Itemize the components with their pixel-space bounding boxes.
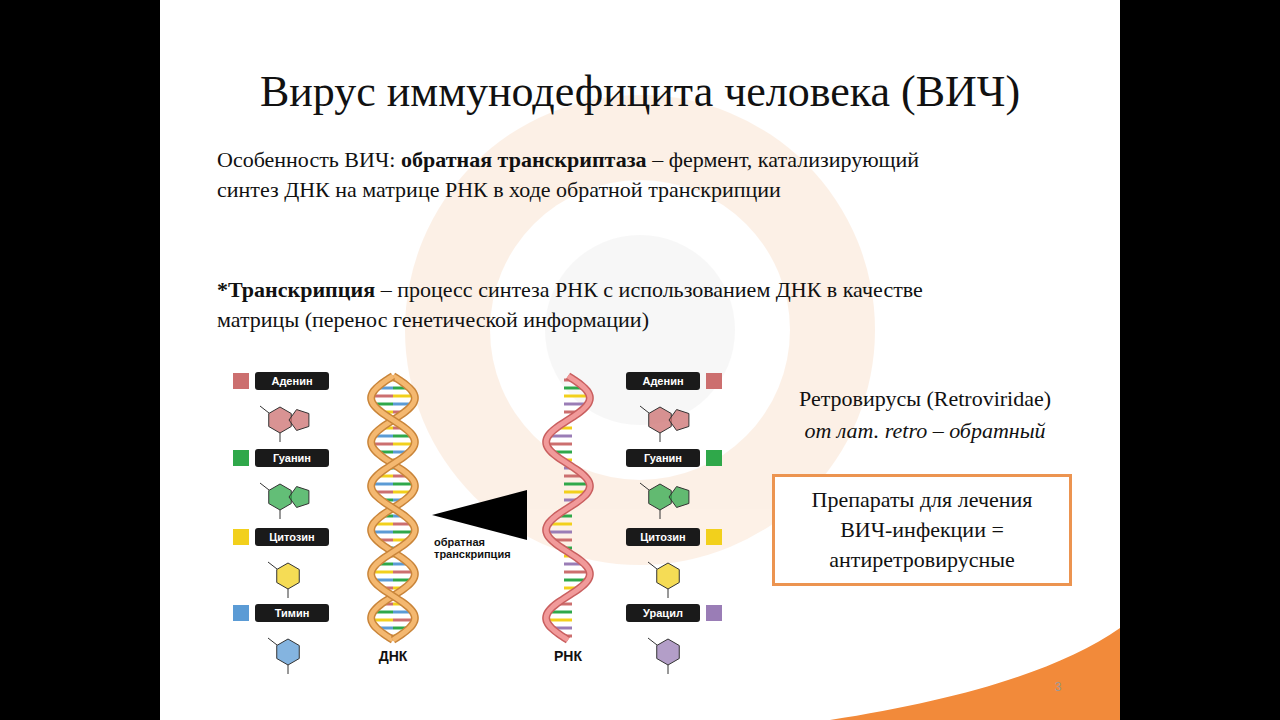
base-legend-entry: Гуанин — [233, 449, 329, 467]
molecule-sketch — [260, 483, 309, 519]
info-box: Препараты для лечения ВИЧ-инфекции = ант… — [772, 474, 1072, 586]
body-text: Особенность ВИЧ: — [217, 147, 395, 172]
corner-swoosh — [830, 628, 1120, 720]
base-legend-entry: Аденин — [626, 372, 722, 390]
molecule-sketch — [648, 562, 679, 598]
body-paragraph: *Транскрипция– процесс синтеза РНК с исп… — [217, 275, 957, 335]
color-swatch — [706, 450, 722, 466]
arrow-label: обратная транскрипция — [434, 536, 544, 560]
base-legend-entry: Тимин — [233, 604, 329, 622]
color-swatch — [706, 605, 722, 621]
molecule-sketch — [648, 638, 679, 674]
helix-figures — [371, 376, 590, 640]
bold-term: *Транскрипция — [217, 277, 375, 302]
page-number: 3 — [1048, 680, 1068, 694]
base-legend-entry: Цитозин — [626, 528, 722, 546]
rna-label: РНК — [547, 648, 589, 664]
color-swatch — [233, 373, 249, 389]
base-legend-entry: Цитозин — [233, 528, 329, 546]
molecule-sketch — [260, 406, 309, 442]
molecule-sketch — [640, 406, 689, 442]
etymology-note: от лат. retro – обратный — [760, 418, 1090, 444]
bold-term: обратная транскриптаза — [401, 147, 646, 172]
base-name: Гуанин — [626, 449, 700, 467]
base-name: Цитозин — [626, 528, 700, 546]
base-name: Тимин — [255, 604, 329, 622]
reverse-arrow — [432, 490, 527, 540]
base-legend-entry: Урацил — [626, 604, 722, 622]
color-swatch — [233, 529, 249, 545]
base-name: Гуанин — [255, 449, 329, 467]
slide-ground — [160, 0, 1120, 720]
base-name: Цитозин — [255, 528, 329, 546]
color-swatch — [706, 529, 722, 545]
molecule-sketch — [268, 562, 299, 598]
base-legend-entry: Аденин — [233, 372, 329, 390]
dna-label: ДНК — [372, 648, 414, 664]
molecule-sketch — [640, 483, 689, 519]
base-name: Урацил — [626, 604, 700, 622]
base-legend-entry: Гуанин — [626, 449, 722, 467]
body-paragraph: Особенность ВИЧ:обратная транскриптаза– … — [217, 145, 957, 205]
color-swatch — [233, 605, 249, 621]
slide-title: Вирус иммунодефицита человека (ВИЧ) — [160, 66, 1120, 117]
color-swatch — [706, 373, 722, 389]
molecule-sketch — [268, 638, 299, 674]
family-name: Ретровирусы (Retroviridae) — [760, 386, 1090, 412]
base-name: Аденин — [255, 372, 329, 390]
base-name: Аденин — [626, 372, 700, 390]
color-swatch — [233, 450, 249, 466]
box-text: Препараты для лечения ВИЧ-инфекции = ант… — [787, 485, 1057, 575]
